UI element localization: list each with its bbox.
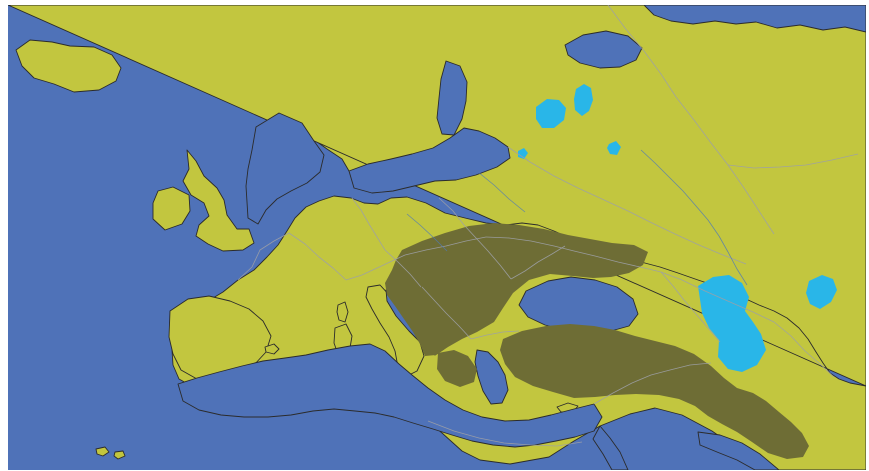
border-line xyxy=(351,197,386,251)
mediterranean-sea-water xyxy=(177,343,603,448)
river-line xyxy=(640,149,720,237)
iberian-peninsula-land xyxy=(168,295,272,382)
persian-gulf-water xyxy=(697,431,780,470)
border-line xyxy=(573,250,683,281)
border-line xyxy=(404,236,487,256)
border-line xyxy=(470,330,520,340)
aegean-sea-water xyxy=(474,349,509,405)
caspian-sea-water xyxy=(698,275,766,372)
border-line xyxy=(660,271,721,343)
baltic-sea-water xyxy=(348,127,511,194)
range-central-europe xyxy=(385,223,648,356)
gulf-of-bothnia-water xyxy=(436,60,468,136)
iceland-land xyxy=(15,39,122,93)
border-line xyxy=(421,286,472,340)
north-sea-water xyxy=(245,112,325,225)
small-lake-water xyxy=(607,141,621,155)
river-line xyxy=(718,235,748,286)
black-sea-water xyxy=(518,276,639,334)
distribution-range-layer xyxy=(385,223,809,459)
balearic-islands-land xyxy=(264,343,280,355)
europe-distribution-map xyxy=(8,5,866,470)
red-sea-water xyxy=(592,425,629,470)
border-line xyxy=(510,245,566,280)
white-sea-water xyxy=(564,30,643,69)
river-line xyxy=(477,171,526,213)
ireland-land xyxy=(152,186,191,231)
border-line xyxy=(438,197,512,280)
border-line xyxy=(427,420,583,447)
border-line xyxy=(288,232,347,281)
border-line xyxy=(593,362,712,405)
border-line xyxy=(384,249,422,288)
border-line xyxy=(681,279,835,378)
small-lake-water xyxy=(518,148,528,159)
border-line xyxy=(507,146,747,265)
lake-ladoga-water xyxy=(536,99,566,128)
border-line xyxy=(345,254,406,281)
border-line xyxy=(607,5,775,235)
border-line xyxy=(727,153,859,169)
arctic-sea-water xyxy=(643,5,866,33)
river-layer xyxy=(406,149,748,286)
border-line xyxy=(237,232,290,281)
canary-islands-land xyxy=(95,446,126,460)
river-line xyxy=(406,213,448,252)
inland-water-layer xyxy=(518,84,837,372)
range-anatolia xyxy=(500,324,809,459)
national-borders-layer xyxy=(237,5,859,447)
border-line xyxy=(485,236,575,252)
aral-sea-water xyxy=(806,275,837,309)
range-balkans xyxy=(437,350,477,387)
great-britain-land xyxy=(182,149,255,252)
lake-onega-water xyxy=(574,84,593,116)
corsica-land xyxy=(336,301,349,323)
